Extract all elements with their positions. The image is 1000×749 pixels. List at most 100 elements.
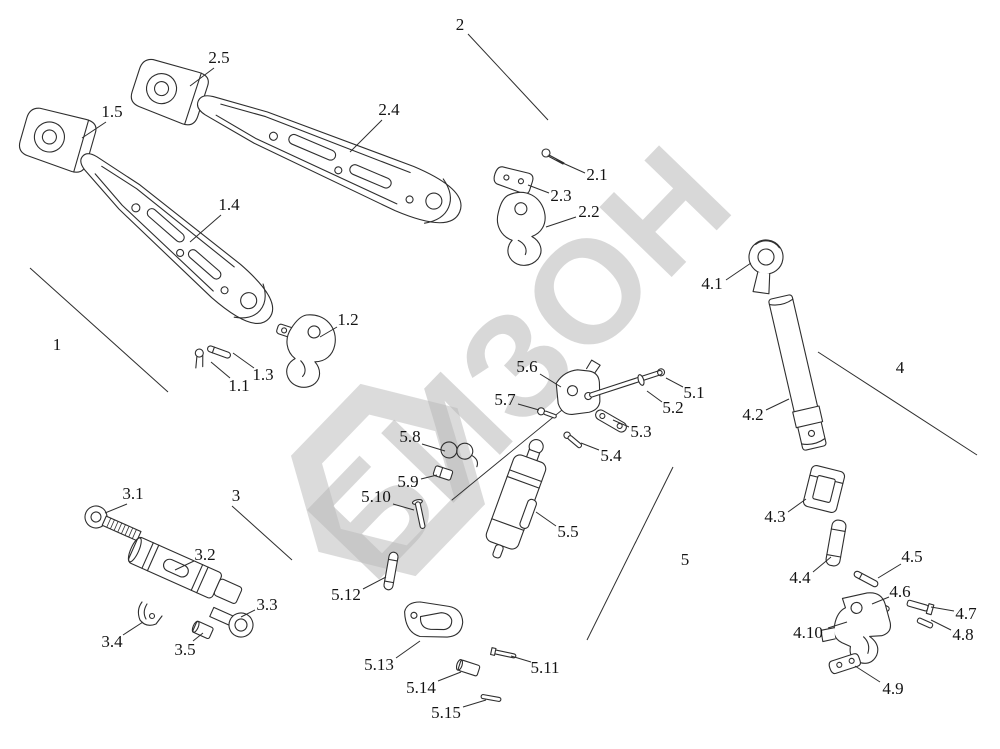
part-label-5.8: 5.8 — [399, 427, 421, 446]
leader-line-4.2 — [765, 398, 790, 411]
part-label-3: 3 — [231, 486, 241, 505]
part-label-5.15: 5.15 — [431, 703, 461, 722]
leader-line-5.15 — [462, 699, 487, 708]
leader-line-4.6 — [871, 596, 890, 605]
leader-line-5.3 — [612, 419, 630, 428]
part-4-1-ball-eye — [748, 239, 784, 295]
part-4-3-block — [802, 465, 846, 513]
part-label-4.1: 4.1 — [701, 274, 723, 293]
leader-line-2.5 — [189, 67, 215, 87]
part-4-2-tube — [768, 294, 827, 451]
part-1-5-ball-end — [18, 107, 97, 173]
part-label-4.6: 4.6 — [889, 582, 911, 601]
part-2-4-link-arm — [196, 95, 462, 224]
part-label-4.4: 4.4 — [789, 568, 811, 587]
leader-line-3 — [231, 505, 293, 561]
part-3-1-eye-bolt — [84, 505, 142, 542]
part-label-4.8: 4.8 — [952, 625, 974, 644]
leader-line-4 — [817, 351, 978, 456]
part-label-2.2: 2.2 — [578, 202, 600, 221]
part-4-4-roller — [825, 519, 847, 567]
part-label-4: 4 — [895, 358, 905, 377]
part-label-4.3: 4.3 — [764, 507, 786, 526]
leader-line-2.1 — [555, 159, 586, 174]
part-3-5-bushing — [191, 620, 214, 640]
part-label-4.9: 4.9 — [882, 679, 904, 698]
part-5-11-pin — [490, 647, 517, 659]
leader-line-3.4 — [122, 621, 144, 636]
part-label-5.7: 5.7 — [494, 390, 516, 409]
leader-line-2.4 — [349, 119, 383, 153]
part-label-1: 1 — [52, 335, 62, 354]
leader-line-3.3 — [240, 609, 256, 618]
part-label-3.1: 3.1 — [122, 484, 144, 503]
part-2-1-cotter-pin — [541, 148, 565, 165]
part-4-7-bolt — [906, 599, 935, 616]
leader-line-1.2 — [319, 326, 338, 338]
part-label-3.4: 3.4 — [101, 632, 123, 651]
leader-line-4.8 — [930, 619, 952, 631]
part-label-1.2: 1.2 — [337, 310, 359, 329]
part-label-2.1: 2.1 — [586, 165, 608, 184]
part-5-6-bracket — [555, 359, 601, 415]
part-1-3-pin — [206, 345, 232, 359]
leader-line-5.13 — [395, 640, 421, 659]
leader-line-4.5 — [877, 563, 902, 579]
leader-line-4.9 — [854, 665, 881, 683]
part-label-4.7: 4.7 — [955, 604, 977, 623]
leader-line-4.3 — [787, 498, 807, 513]
leader-line-5 — [586, 466, 674, 641]
part-label-5.10: 5.10 — [361, 487, 391, 506]
part-label-5.9: 5.9 — [397, 472, 419, 491]
part-1-1-cotter-pin — [194, 348, 204, 369]
leader-line-5.2 — [646, 390, 663, 403]
part-5-15-pin — [480, 694, 502, 702]
part-label-1.4: 1.4 — [218, 195, 240, 214]
part-label-4.2: 4.2 — [742, 405, 764, 424]
leader-line-2.2 — [545, 216, 577, 228]
leader-line-5.4 — [580, 442, 600, 451]
part-1-2-hook — [286, 314, 336, 388]
part-label-3.2: 3.2 — [194, 545, 216, 564]
leader-line-1.3 — [232, 352, 255, 369]
part-3-2-turnbuckle-body — [127, 536, 243, 604]
leader-line-5.7 — [517, 403, 540, 411]
part-4-8-pin — [916, 617, 934, 629]
leader-line-1.1 — [210, 361, 231, 379]
leader-line-1.5 — [81, 121, 107, 139]
leader-line-4.10 — [827, 621, 848, 629]
part-label-5.11: 5.11 — [530, 658, 560, 677]
leader-line-4.1 — [725, 262, 752, 281]
part-5-1-pin — [589, 368, 666, 398]
part-label-5.12: 5.12 — [331, 585, 361, 604]
part-5-4-bolt — [563, 431, 583, 449]
part-label-5.5: 5.5 — [557, 522, 579, 541]
part-label-1.1: 1.1 — [228, 376, 250, 395]
part-label-2.3: 2.3 — [550, 186, 572, 205]
part-label-5.2: 5.2 — [662, 398, 684, 417]
leader-line-5.6 — [539, 373, 562, 388]
part-3-4-clamp — [137, 601, 163, 626]
part-label-4.5: 4.5 — [901, 547, 923, 566]
leader-line-2 — [467, 33, 549, 121]
part-label-3.5: 3.5 — [174, 640, 196, 659]
part-label-2.5: 2.5 — [208, 48, 230, 67]
leader-line-1.4 — [189, 214, 222, 243]
leader-line-2.3 — [527, 184, 550, 194]
leader-line-5.14 — [437, 671, 462, 682]
part-label-5.1: 5.1 — [683, 383, 705, 402]
leader-line-5.12 — [362, 576, 387, 590]
leader-line-4.7 — [930, 606, 955, 612]
part-label-3.3: 3.3 — [256, 595, 278, 614]
leader-line-3.2 — [174, 560, 195, 571]
part-label-5.14: 5.14 — [406, 678, 436, 697]
part-label-2: 2 — [455, 15, 465, 34]
part-5-13-bracket — [404, 601, 464, 638]
part-label-4.10: 4.10 — [793, 623, 823, 642]
part-5-3-link — [595, 409, 627, 433]
part-label-2.4: 2.4 — [378, 100, 400, 119]
part-5-14-roller — [455, 659, 481, 677]
part-label-5: 5 — [680, 550, 690, 569]
